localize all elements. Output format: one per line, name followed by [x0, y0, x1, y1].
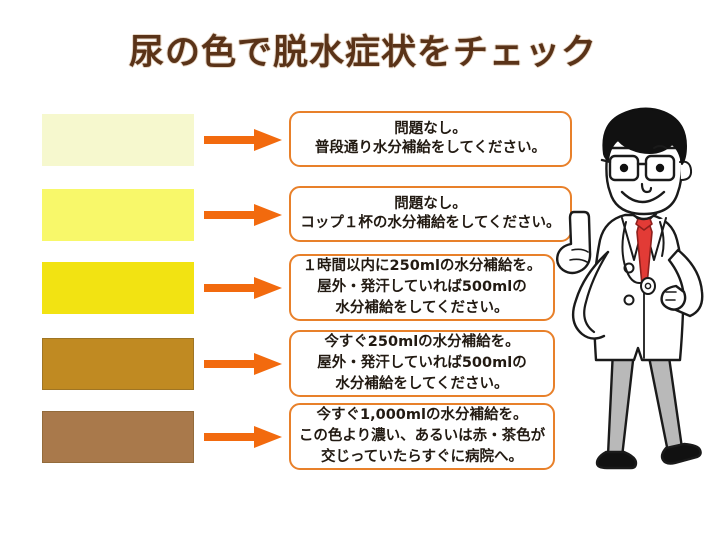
doctor-pointing-hand — [556, 210, 592, 275]
advice-box-2: 問題なし。 コップ１杯の水分補給をしてください。 — [289, 186, 572, 242]
advice-line: 屋外・発汗していれば500mlの — [317, 279, 527, 296]
chart-row: １時間以内に250mlの水分補給を。 屋外・発汗していれば500mlの 水分補給… — [0, 254, 600, 321]
advice-line: 今すぐ250mlの水分補給を。 — [324, 334, 520, 351]
urine-color-swatch-3 — [42, 262, 194, 314]
urine-color-swatch-5 — [42, 411, 194, 463]
urine-color-chart: 問題なし。 普段通り水分補給をしてください。 問題なし。 コップ１杯の水分補給を… — [0, 108, 726, 473]
doctor-hair — [602, 107, 687, 165]
doctor-illustration — [556, 100, 726, 510]
doctor-left-trouser — [606, 348, 636, 459]
advice-line: この色より濃い、あるいは赤・茶色が — [298, 428, 546, 445]
doctor-stethoscope-tube-right — [659, 221, 665, 257]
doctor-ear — [679, 160, 693, 181]
page-title: 尿の色で脱水症状をチェック — [128, 33, 597, 73]
urine-color-swatch-2 — [42, 189, 194, 241]
advice-box-1: 問題なし。 普段通り水分補給をしてください。 — [289, 111, 572, 167]
chart-row: 問題なし。 コップ１杯の水分補給をしてください。 — [0, 183, 600, 245]
doctor-eyebrow — [653, 145, 667, 149]
arrow-1-icon — [204, 129, 282, 151]
advice-line: 普段通り水分補給をしてください。 — [314, 140, 547, 156]
doctor-button — [623, 294, 635, 306]
doctor-left-arm-inner — [583, 250, 610, 334]
advice-line: 問題なし。 — [394, 195, 467, 212]
doctor-glasses-temple — [600, 158, 612, 164]
arrow-2-icon — [204, 204, 282, 226]
chart-row: 今すぐ1,000mlの水分補給を。 この色より濃い、あるいは赤・茶色が 交じって… — [0, 403, 600, 470]
advice-line: コップ１杯の水分補給をしてください。 — [300, 215, 561, 231]
doctor-hand-knuckle-2 — [569, 258, 588, 263]
chart-row: 今すぐ250mlの水分補給を。 屋外・発汗していれば500mlの 水分補給をして… — [0, 330, 600, 397]
doctor-right-hand — [660, 284, 687, 311]
chart-row: 問題なし。 普段通り水分補給をしてください。 — [0, 108, 600, 170]
doctor-right-trouser — [646, 348, 684, 454]
doctor-right-eye — [655, 163, 665, 173]
advice-line: 水分補給をしてください。 — [335, 375, 509, 392]
doctor-nose — [640, 182, 653, 194]
doctor-right-shoe — [660, 442, 702, 465]
urine-color-swatch-4 — [42, 338, 194, 390]
doctor-stethoscope-tube — [621, 221, 645, 284]
doctor-left-shoe — [595, 450, 638, 470]
urine-color-swatch-1 — [42, 114, 194, 166]
advice-line: 屋外・発汗していれば500mlの — [317, 355, 527, 372]
doctor-right-hand-fingers — [665, 291, 677, 301]
advice-line: １時間以内に250mlの水分補給を。 — [302, 258, 542, 275]
arrow-4-icon — [204, 353, 282, 375]
advice-box-5: 今すぐ1,000mlの水分補給を。 この色より濃い、あるいは赤・茶色が 交じって… — [289, 403, 555, 470]
arrow-5-icon — [204, 426, 282, 448]
arrow-3-icon — [204, 277, 282, 299]
doctor-smile — [620, 190, 666, 204]
doctor-stethoscope-diaphragm — [644, 282, 652, 290]
doctor-left-eye — [619, 163, 629, 173]
doctor-hand-knuckle — [571, 248, 589, 253]
advice-box-4: 今すぐ250mlの水分補給を。 屋外・発汗していれば500mlの 水分補給をして… — [289, 330, 555, 397]
advice-box-3: １時間以内に250mlの水分補給を。 屋外・発汗していれば500mlの 水分補給… — [289, 254, 555, 321]
advice-line: 水分補給をしてください。 — [335, 299, 509, 316]
advice-line: 今すぐ1,000mlの水分補給を。 — [316, 407, 528, 424]
doctor-left-arm — [571, 250, 610, 340]
advice-line: 交じっていたらすぐに病院へ。 — [321, 448, 523, 465]
advice-line: 問題なし。 — [394, 120, 467, 137]
